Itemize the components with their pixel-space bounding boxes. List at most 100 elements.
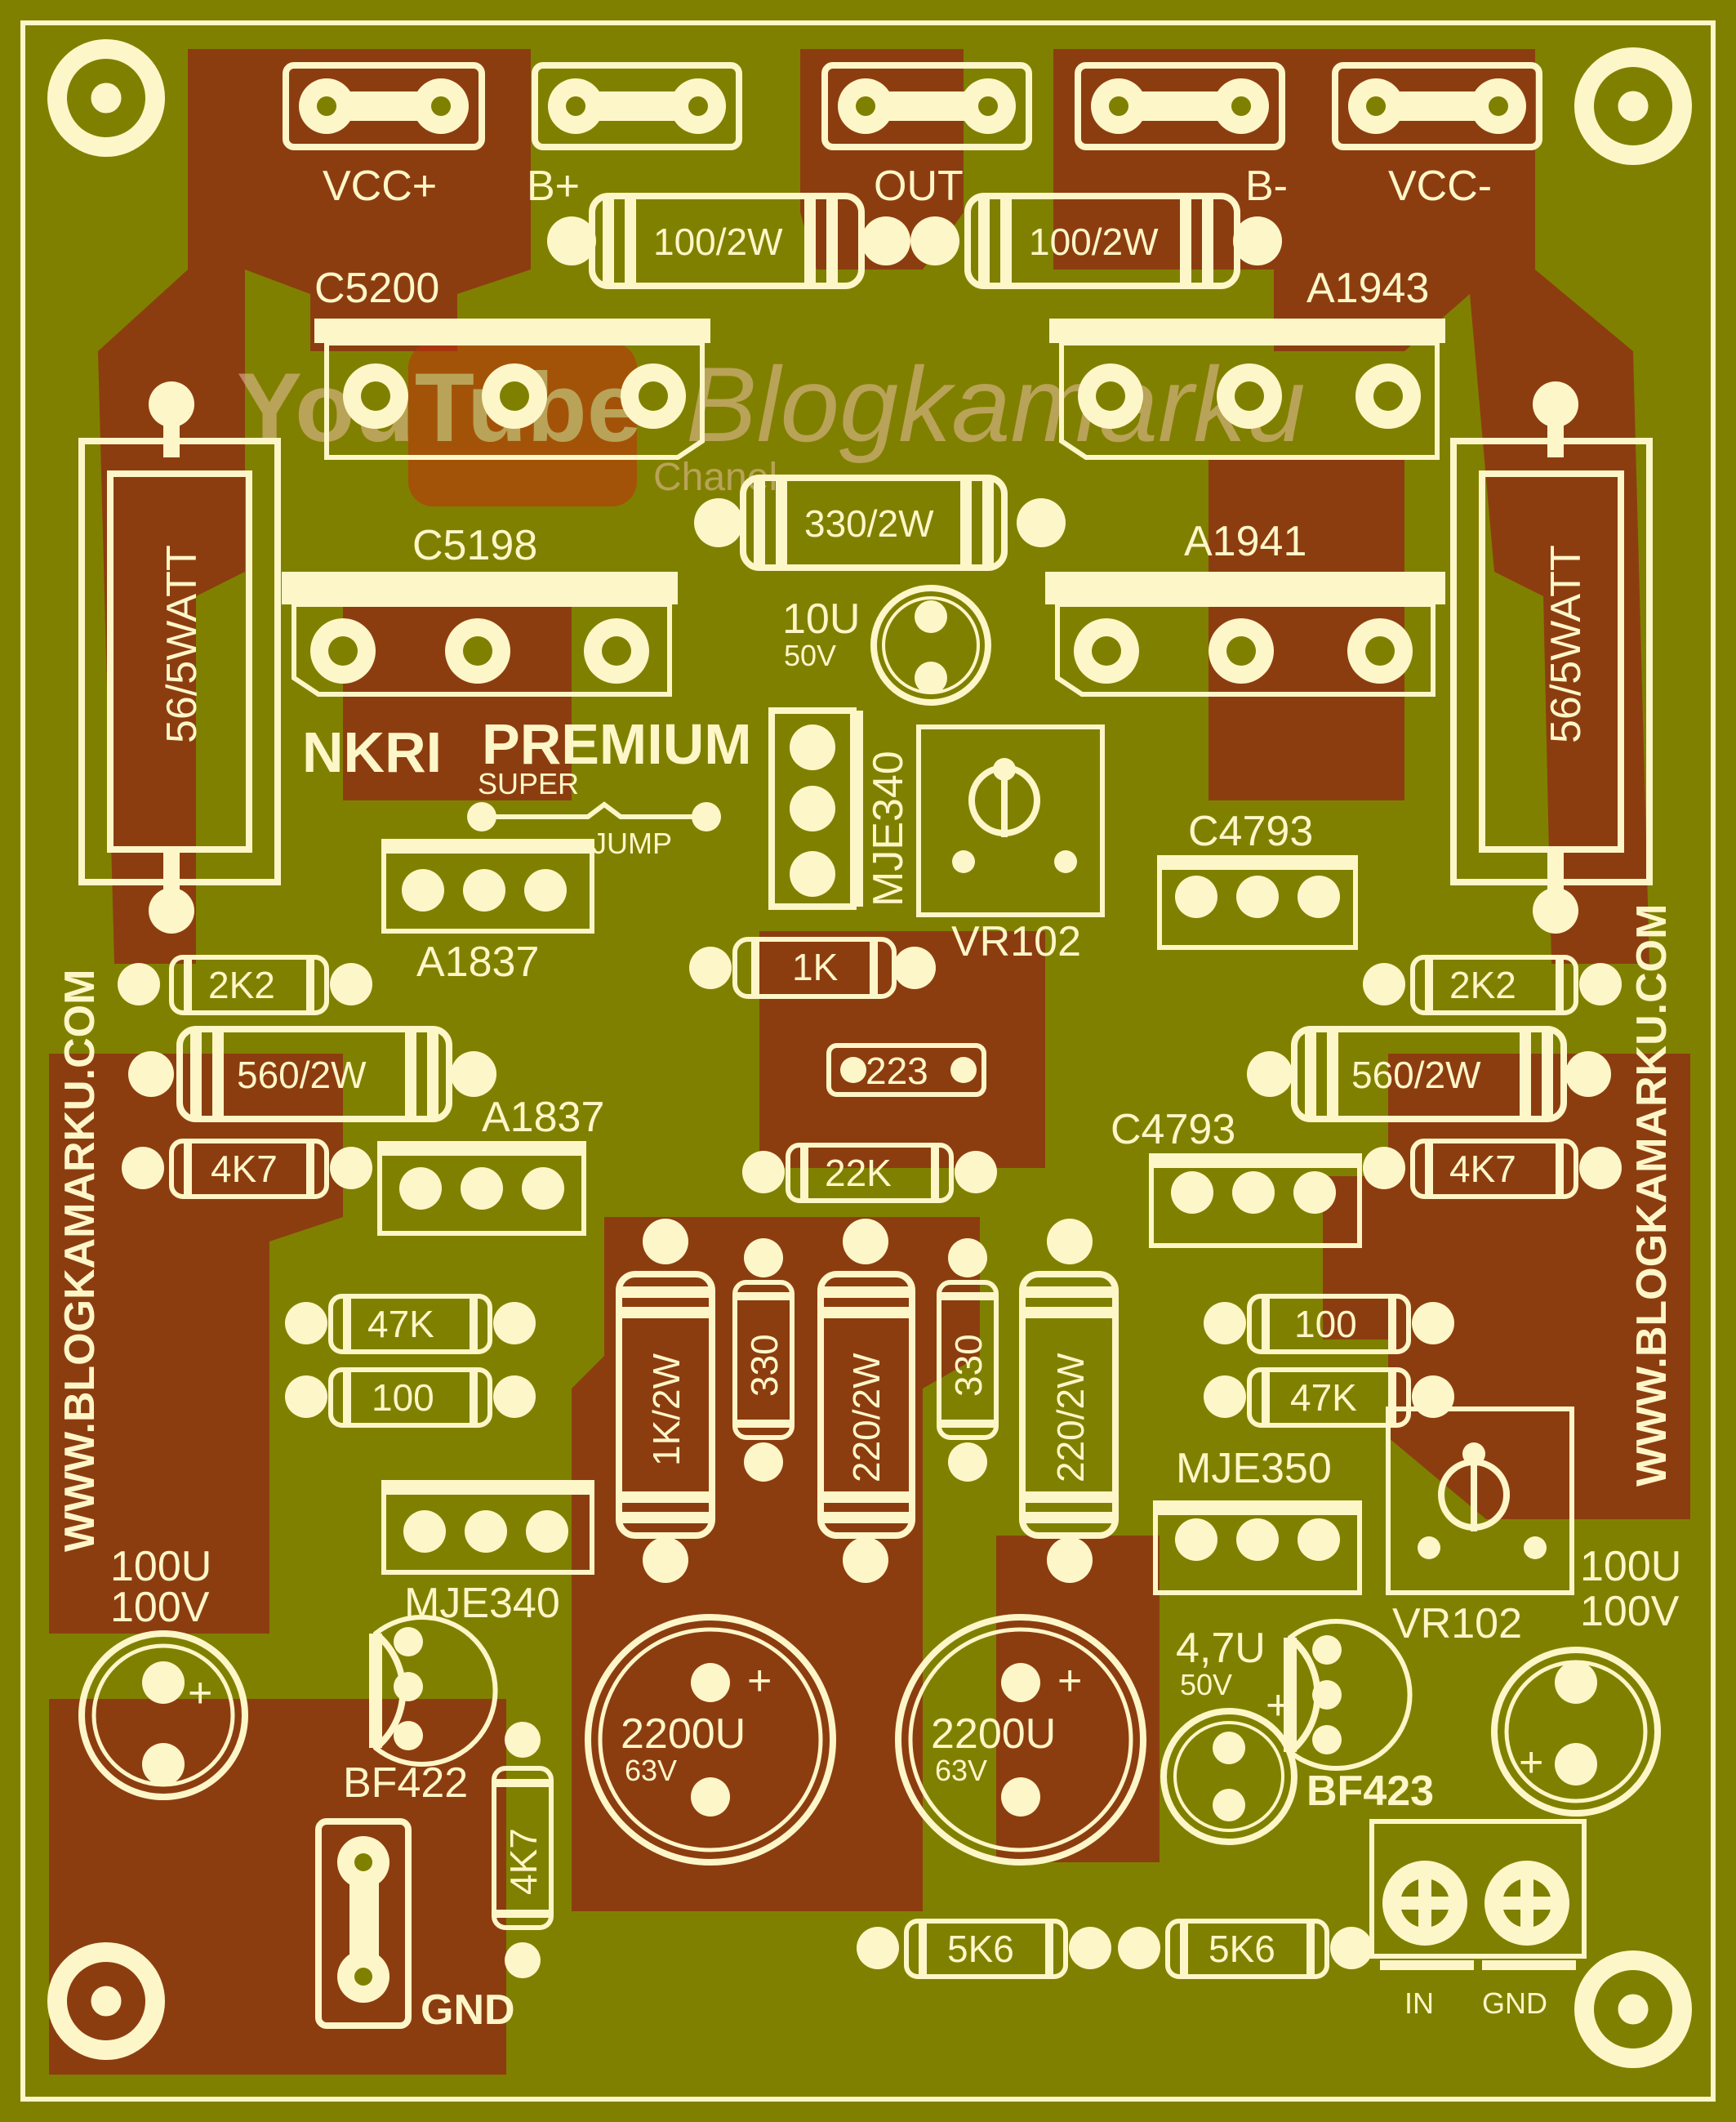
- capacitor-4u7-voltage: 50V: [1180, 1668, 1232, 1701]
- label-c4793-mid: C4793: [1111, 1106, 1235, 1153]
- label-gnd: GND: [421, 1986, 515, 2034]
- capacitor-2200u-a-value: 2200U: [621, 1710, 746, 1758]
- capacitor-10u-voltage: 50V: [784, 639, 836, 672]
- capacitor-10u: 10U 50V: [782, 585, 991, 706]
- mounting-holes: [20, 20, 1716, 2102]
- capacitor-100u-right-value: 100U: [1580, 1543, 1681, 1590]
- transistor-a1943: A1943: [1049, 265, 1445, 460]
- resistor-4k7-left: 4K7: [122, 1139, 372, 1199]
- resistor-47k-right-value: 47K: [1290, 1376, 1357, 1419]
- terminal-headers: [283, 62, 1542, 150]
- watermark-brand: Blogkamarku: [686, 345, 1306, 464]
- resistor-2k2-right: 2K2: [1363, 955, 1622, 1015]
- resistor-22k-value: 22K: [825, 1152, 892, 1194]
- title-jump: JUMP: [592, 827, 672, 860]
- title-nkri: NKRI: [302, 720, 442, 784]
- capacitor-100u-left-plus: +: [188, 1670, 212, 1717]
- label-a1837-mid: A1837: [482, 1094, 604, 1141]
- resistor-2k2-left: 2K2: [118, 955, 372, 1015]
- capacitor-223-value: 223: [866, 1050, 928, 1092]
- resistor-100-2w-left-value: 100/2W: [653, 221, 783, 263]
- capacitor-2200u-b-plus: +: [1057, 1657, 1082, 1705]
- transistor-c5200: C5200: [314, 265, 710, 460]
- label-out: OUT: [874, 163, 964, 210]
- label-vcc-plus: VCC+: [323, 163, 437, 210]
- label-mje340-top: MJE340: [865, 751, 912, 907]
- transistor-mje340-top: MJE340: [768, 707, 912, 910]
- label-vcc-minus: VCC-: [1388, 163, 1492, 210]
- side-url-left: WWW.BLOGKAMARKU.COM: [56, 970, 104, 1552]
- transistor-a1837-mid: A1837: [377, 1094, 604, 1236]
- capacitor-100u-left: 100U 100V +: [78, 1543, 248, 1800]
- transistor-bf423: BF423: [1284, 1619, 1434, 1815]
- resistor-330-b: 330: [937, 1238, 999, 1482]
- capacitor-100u-right-voltage: 100V: [1580, 1588, 1680, 1635]
- resistor-220-2w-b-value: 220/2W: [1049, 1353, 1092, 1482]
- label-c5200: C5200: [314, 265, 439, 312]
- resistor-1k-value: 1K: [792, 946, 839, 988]
- transistor-c5198: C5198: [282, 522, 678, 697]
- resistor-100-right: 100: [1204, 1294, 1454, 1354]
- resistor-56-5w-left: 56/5WATT: [78, 381, 281, 934]
- resistor-5k6-a: 5K6: [857, 1919, 1111, 1979]
- capacitor-2200u-a-voltage: 63V: [625, 1754, 677, 1787]
- label-vr102-top: VR102: [951, 918, 1081, 965]
- capacitor-100u-right: 100U 100V +: [1491, 1543, 1681, 1817]
- resistor-560-2w-right: 560/2W: [1247, 1026, 1611, 1122]
- title-super: SUPER: [478, 767, 579, 800]
- capacitor-2200u-a: + 2200U 63V: [585, 1614, 836, 1866]
- resistor-220-2w-b: 220/2W: [1019, 1219, 1119, 1583]
- resistor-330-2w-value: 330/2W: [804, 502, 934, 545]
- label-mje340-bottom: MJE340: [404, 1580, 560, 1627]
- resistor-4k7-bottom: 4K7: [492, 1722, 554, 1978]
- resistor-1k-2w: 1K/2W: [616, 1219, 715, 1583]
- resistor-560-2w-left-value: 560/2W: [237, 1054, 367, 1096]
- resistor-220-2w-a-value: 220/2W: [845, 1353, 888, 1482]
- resistor-56-5w-left-value: 56/5WATT: [158, 545, 206, 743]
- resistor-5k6-a-value: 5K6: [947, 1928, 1014, 1970]
- resistor-330-b-value: 330: [947, 1334, 990, 1397]
- transistor-bf422: BF422: [343, 1615, 498, 1807]
- capacitor-2200u-a-plus: +: [747, 1657, 772, 1705]
- transistor-a1837-top: A1837: [381, 839, 594, 986]
- label-a1943: A1943: [1306, 265, 1429, 312]
- label-bf423: BF423: [1306, 1768, 1434, 1815]
- resistor-100-right-value: 100: [1294, 1303, 1357, 1345]
- transistor-mje350: MJE350: [1153, 1445, 1362, 1595]
- resistor-4k7-right-value: 4K7: [1449, 1148, 1516, 1190]
- resistor-2k2-left-value: 2K2: [208, 964, 275, 1006]
- resistor-5k6-b-value: 5K6: [1209, 1928, 1275, 1970]
- resistor-56-5w-right-value: 56/5WATT: [1542, 545, 1590, 743]
- label-a1837-top: A1837: [416, 938, 539, 986]
- resistor-100-left: 100: [285, 1367, 536, 1428]
- capacitor-2200u-b-voltage: 63V: [935, 1754, 987, 1787]
- resistor-56-5w-right: 56/5WATT: [1450, 381, 1653, 934]
- label-bf422: BF422: [343, 1759, 468, 1807]
- resistor-220-2w-a: 220/2W: [817, 1219, 915, 1583]
- side-url-right: WWW.BLOGKAMARKU.COM: [1628, 904, 1676, 1487]
- resistor-100-2w-left: 100/2W: [547, 193, 910, 289]
- resistor-47k-right: 47K: [1204, 1367, 1454, 1428]
- label-gnd-small: GND: [1482, 1986, 1547, 2020]
- resistor-560-2w-right-value: 560/2W: [1351, 1054, 1481, 1096]
- capacitor-10u-value: 10U: [782, 595, 860, 643]
- label-mje350: MJE350: [1176, 1445, 1332, 1492]
- label-b-plus: B+: [527, 163, 580, 210]
- capacitor-4u7-value: 4,7U: [1176, 1625, 1266, 1672]
- label-c5198: C5198: [412, 522, 537, 569]
- resistor-47k-left-value: 47K: [367, 1303, 434, 1345]
- capacitor-100u-right-plus: +: [1519, 1739, 1543, 1786]
- capacitor-2200u-b-value: 2200U: [931, 1710, 1056, 1758]
- capacitor-223: 223: [826, 1043, 986, 1097]
- label-c4793-top: C4793: [1188, 808, 1313, 855]
- transistor-c4793-mid: C4793: [1111, 1106, 1362, 1248]
- resistor-22k: 22K: [742, 1143, 997, 1203]
- transistor-c4793-top: C4793: [1157, 808, 1358, 950]
- label-vr102-bottom: VR102: [1392, 1600, 1522, 1647]
- jumper-wire: [467, 801, 721, 831]
- resistor-100-2w-right-value: 100/2W: [1029, 221, 1159, 263]
- label-in: IN: [1404, 1986, 1434, 2020]
- trimmer-vr102-top: VR102: [916, 724, 1105, 965]
- label-b-minus: B-: [1245, 163, 1288, 210]
- resistor-100-2w-right: 100/2W: [910, 193, 1282, 289]
